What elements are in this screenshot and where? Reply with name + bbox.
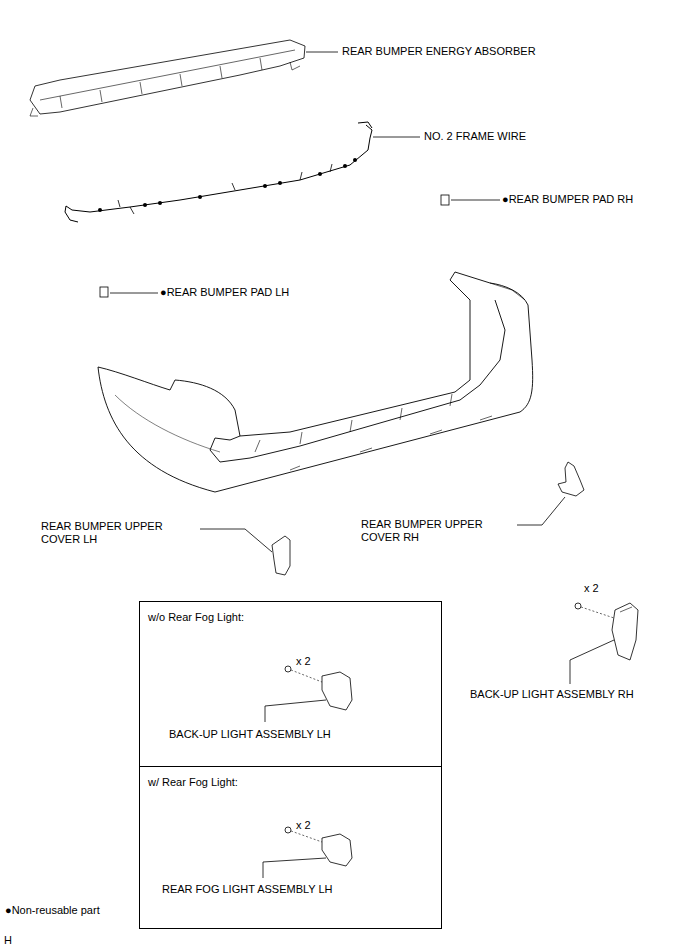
part-name: BACK-UP LIGHT ASSEMBLY LH	[169, 728, 331, 741]
quantity: x 2	[296, 819, 311, 832]
bumper-cover	[98, 272, 533, 492]
quantity: x 2	[296, 655, 311, 668]
variant-box: w/ Rear Fog Light: x 2 REAR FOG LIGHT ASSE…	[139, 766, 442, 929]
part-name: REAR FOG LIGHT ASSEMBLY LH	[162, 883, 333, 896]
part-name: REAR BUMPER UPPER COVER RH	[361, 518, 496, 544]
leader-line	[200, 529, 272, 552]
quantity: x 2	[584, 582, 599, 595]
note: ●Non-reusable part	[5, 904, 100, 917]
leader-line	[263, 858, 326, 878]
bumper-pad	[441, 195, 449, 205]
leader-line	[570, 640, 614, 684]
part-name: ●REAR BUMPER PAD LH	[160, 286, 289, 299]
part-name: ●REAR BUMPER PAD RH	[502, 193, 633, 206]
energy-absorber	[30, 40, 305, 116]
leader-line	[517, 497, 565, 525]
leader-line	[373, 137, 420, 138]
part-name: REAR BUMPER UPPER COVER LH	[41, 520, 176, 546]
part-name: REAR BUMPER ENERGY ABSORBER	[342, 45, 536, 58]
variant-heading: w/ Rear Fog Light:	[148, 776, 238, 789]
leader-line	[265, 700, 326, 722]
leader-line	[451, 200, 500, 201]
leader-line	[110, 293, 158, 294]
back-up-light	[575, 603, 638, 660]
variant-heading: w/o Rear Fog Light:	[148, 611, 244, 624]
part-name: NO. 2 FRAME WIRE	[424, 130, 526, 143]
frame-wire	[65, 122, 372, 222]
part-name: BACK-UP LIGHT ASSEMBLY RH	[470, 688, 634, 701]
variant-box: w/o Rear Fog Light: x 2 BACK-UP LIGHT ASSE…	[139, 601, 442, 767]
upper-cover	[272, 462, 584, 575]
leader-line	[306, 52, 338, 53]
bumper-pad	[100, 287, 108, 297]
figure-code: H	[4, 934, 12, 947]
